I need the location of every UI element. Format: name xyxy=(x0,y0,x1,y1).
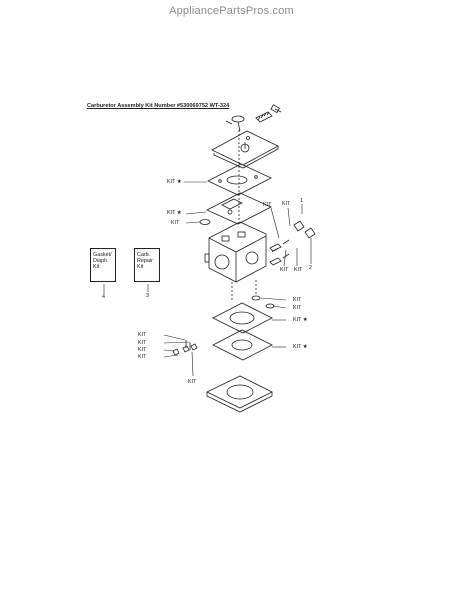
label-kit-screw-2: KIT xyxy=(138,340,147,346)
gasket-kit-number: 4 xyxy=(102,294,105,300)
kit-line: Diaph. xyxy=(93,258,109,265)
label-kit-needle-mid: KIT xyxy=(282,201,291,207)
pump-cover xyxy=(206,375,273,413)
label-kit-lower-left: KIT xyxy=(280,267,289,273)
label-kit-check-disc: KIT xyxy=(171,220,180,226)
kit-line: Kit xyxy=(93,264,100,271)
label-kit-washer-2: KIT xyxy=(293,305,302,311)
gasket-kit-box: Gasket/ Diaph. Kit xyxy=(90,248,116,282)
repair-kit-box: Carb. Repair Kit xyxy=(134,248,160,282)
label-kit-washer-1: KIT xyxy=(293,297,302,303)
label-kit-star-lower-gasket: KIT ★ xyxy=(293,317,308,323)
label-kit-star-metering-diaphragm: KIT ★ xyxy=(167,210,182,216)
metering-valve xyxy=(225,115,245,132)
kit-line: Carb. xyxy=(137,252,151,258)
top-screw xyxy=(255,104,282,123)
label-kit-screw-4: KIT xyxy=(138,354,147,360)
diagram-title: Carburetor Assembly Kit Number #53006975… xyxy=(87,103,230,109)
adjustment-needles xyxy=(269,220,316,266)
metering-diaphragm xyxy=(206,192,272,225)
label-kit-screw-3: KIT xyxy=(138,347,147,353)
label-kit-star-pump-diaphragm: KIT ★ xyxy=(293,344,308,350)
pump-diaphragm xyxy=(212,329,273,361)
label-kit-screw-1: KIT xyxy=(138,332,147,338)
label-part-1: 1 xyxy=(300,198,303,204)
label-part-2: 2 xyxy=(309,265,312,271)
kit-line: Kit xyxy=(137,264,144,271)
label-kit-star-diaphragm-gasket: KIT ★ xyxy=(167,179,182,185)
lower-gasket xyxy=(212,302,273,334)
carburetor-body xyxy=(204,221,267,283)
kit-line: Repair xyxy=(137,258,153,265)
small-screws xyxy=(172,340,198,356)
kit-line: Gasket/ xyxy=(93,252,112,258)
label-kit-lower-mid: KIT xyxy=(294,267,303,273)
check-valve-disc xyxy=(199,219,211,225)
washer xyxy=(265,303,275,309)
diaphragm-gasket xyxy=(207,163,272,196)
cover-plate xyxy=(211,130,279,169)
repair-kit-number: 3 xyxy=(146,293,149,299)
washer xyxy=(251,295,261,301)
label-kit-bottom: KIT xyxy=(188,379,197,385)
watermark: AppliancePartsPros.com xyxy=(169,5,294,17)
label-kit-needle-left: KIT xyxy=(263,202,272,208)
